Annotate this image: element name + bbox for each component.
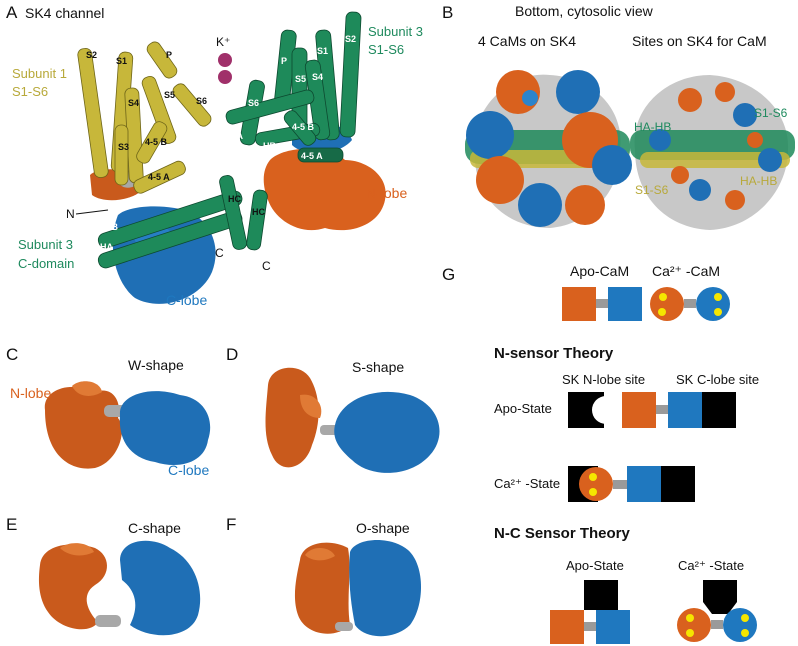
nc-ca-state-label: Ca²⁺ -State xyxy=(678,558,744,573)
panel-b-left-complex xyxy=(465,70,632,228)
panel-a-letter: A xyxy=(6,3,18,22)
subunit3-bottom-label: Subunit 3 xyxy=(18,237,73,252)
subunit3-helix-labels: S1 S2 P S5 S4 S6 HA HB 4-5 B 4-5 A HB HA… xyxy=(100,34,356,252)
svg-text:S6: S6 xyxy=(248,98,259,108)
panel-g-letter: G xyxy=(442,265,455,284)
svg-text:HA: HA xyxy=(100,242,113,252)
nc-apo-state-label: Apo-State xyxy=(566,558,624,573)
svg-text:S3: S3 xyxy=(118,142,129,152)
potassium-label: K⁺ xyxy=(216,35,230,49)
apo-cam-label: Apo-CaM xyxy=(570,263,629,279)
panel-b-right-complex xyxy=(630,75,795,230)
nc-sensor-ca-diagram xyxy=(677,580,757,642)
apo-state-label: Apo-State xyxy=(494,401,552,416)
svg-text:HC: HC xyxy=(228,194,241,204)
svg-text:S5: S5 xyxy=(164,90,175,100)
svg-text:HB: HB xyxy=(263,141,276,151)
w-shape-label: W-shape xyxy=(128,357,184,373)
panel-b-letter: B xyxy=(442,3,453,22)
n-terminus-label: N xyxy=(66,207,75,221)
ca-cam-diagram xyxy=(650,287,730,321)
s-shape-structure xyxy=(265,367,440,473)
svg-text:S2: S2 xyxy=(345,34,356,44)
subunit1-helices xyxy=(77,41,212,194)
apo-cam-diagram xyxy=(562,287,642,321)
panel-d-letter: D xyxy=(226,345,238,364)
w-shape-clobe-label: C-lobe xyxy=(168,462,209,478)
panel-b-title: Bottom, cytosolic view xyxy=(515,3,654,19)
subunit3-helices xyxy=(97,11,362,269)
svg-text:P: P xyxy=(281,56,287,66)
panel-b-right-title: Sites on SK4 for CaM xyxy=(632,33,767,49)
nlobe-label: N-lobe xyxy=(366,185,407,201)
panel-a-title: SK4 channel xyxy=(25,5,104,21)
s-shape-label: S-shape xyxy=(352,359,404,375)
panel-b-label-hahb-left: HA-HB xyxy=(634,120,671,134)
svg-text:HC: HC xyxy=(252,207,265,217)
nc-sensor-title: N-C Sensor Theory xyxy=(494,525,631,542)
panel-b-label-hahb-right: HA-HB xyxy=(740,174,777,188)
nc-sensor-apo-diagram xyxy=(550,580,630,644)
potassium-ion xyxy=(218,53,232,67)
ca-state-label: Ca²⁺ -State xyxy=(494,476,560,491)
c-shape-label: C-shape xyxy=(128,520,181,536)
potassium-ion xyxy=(218,70,232,84)
svg-text:S2: S2 xyxy=(86,50,97,60)
ca-cam-label: Ca²⁺ -CaM xyxy=(652,263,720,279)
n-terminus-line xyxy=(75,209,109,215)
clobe-label: C-lobe xyxy=(166,292,207,308)
svg-text:4-5 A: 4-5 A xyxy=(301,151,323,161)
n-sensor-ca-diagram xyxy=(568,466,695,502)
svg-text:HB: HB xyxy=(105,222,118,232)
svg-text:S1: S1 xyxy=(317,46,328,56)
c-terminus-label: C xyxy=(215,246,224,260)
subunit1-label: Subunit 1 xyxy=(12,66,67,81)
svg-text:S6: S6 xyxy=(196,96,207,106)
svg-text:4-5 B: 4-5 B xyxy=(292,122,315,132)
subunit1-range: S1-S6 xyxy=(12,84,48,99)
sk-nlobe-site-label: SK N-lobe site xyxy=(562,372,645,387)
svg-text:S1: S1 xyxy=(116,56,127,66)
svg-text:S4: S4 xyxy=(128,98,139,108)
svg-text:4-5 A: 4-5 A xyxy=(148,172,170,182)
w-shape-nlobe-label: N-lobe xyxy=(10,385,51,401)
sk-clobe-site-label: SK C-lobe site xyxy=(676,372,759,387)
o-shape-structure xyxy=(294,540,422,637)
panel-e-letter: E xyxy=(6,515,17,534)
n-sensor-apo-diagram xyxy=(568,392,736,428)
svg-text:S5: S5 xyxy=(295,74,306,84)
panel-b-label-s1s6-left: S1-S6 xyxy=(635,183,669,197)
n-sensor-title: N-sensor Theory xyxy=(494,345,614,362)
panel-b-label-s1s6-right: S1-S6 xyxy=(754,106,788,120)
svg-text:4-5 B: 4-5 B xyxy=(145,137,168,147)
subunit3-cdomain: C-domain xyxy=(18,256,74,271)
panel-b-left-title: 4 CaMs on SK4 xyxy=(478,33,576,49)
o-shape-label: O-shape xyxy=(356,520,410,536)
subunit3-top-label: Subunit 3 xyxy=(368,24,423,39)
panel-f-letter: F xyxy=(226,515,236,534)
svg-text:P: P xyxy=(166,50,172,60)
subunit1-helix-labels: S2 S1 S4 S3 P S5 S6 4-5 B 4-5 A xyxy=(86,50,207,182)
subunit3-top-range: S1-S6 xyxy=(368,42,404,57)
panel-c-letter: C xyxy=(6,345,18,364)
c-shape-structure xyxy=(38,540,201,636)
svg-text:S4: S4 xyxy=(312,72,323,82)
w-shape-structure xyxy=(44,381,211,469)
c-terminus-label: C xyxy=(262,259,271,273)
svg-text:HA: HA xyxy=(230,131,243,141)
